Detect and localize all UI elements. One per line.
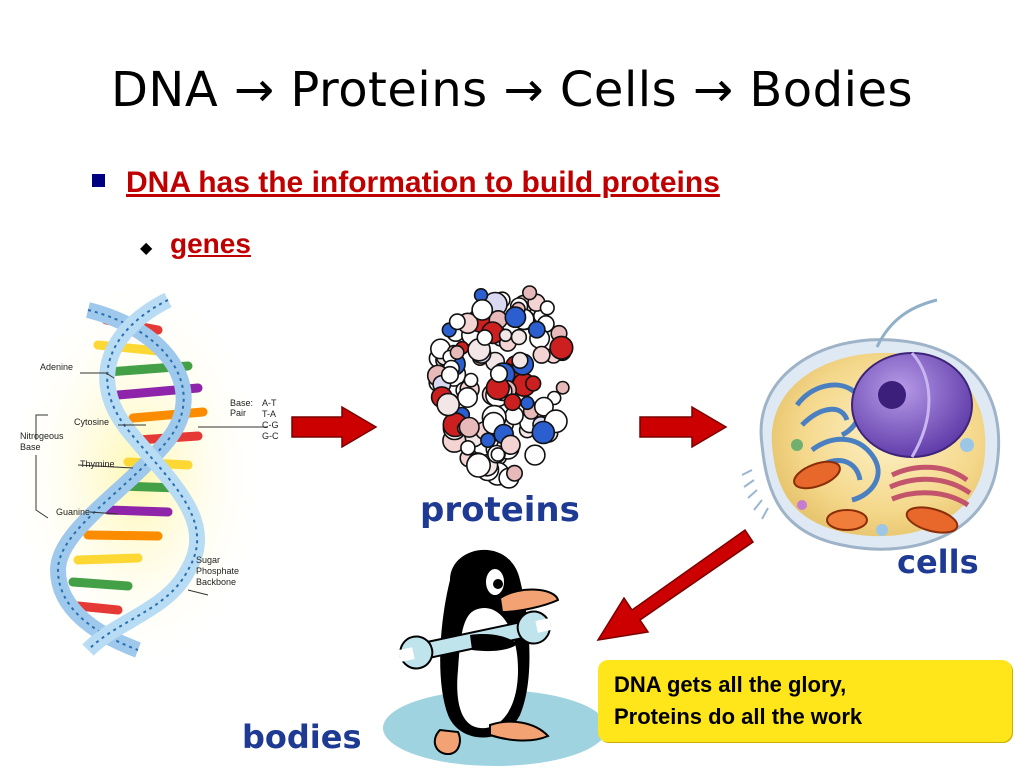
label-pair-at: A-T xyxy=(262,398,277,408)
label-thymine: Thymine xyxy=(80,459,115,469)
arrow-right-icon xyxy=(639,405,728,449)
protein-atom xyxy=(511,351,529,369)
protein-molecule-image xyxy=(426,285,574,489)
protein-atom xyxy=(506,464,524,482)
diamond-bullet-icon: ◆ xyxy=(140,240,153,257)
protein-atom xyxy=(460,440,476,456)
protein-atom xyxy=(498,328,513,343)
label-base: Base xyxy=(20,442,41,452)
protein-atom xyxy=(510,328,528,346)
penguin-mascot-image xyxy=(383,549,607,766)
protein-atom xyxy=(440,365,459,385)
protein-atom xyxy=(549,335,574,360)
protein-atom xyxy=(555,380,570,395)
protein-atom xyxy=(480,432,496,448)
protein-atom xyxy=(436,392,461,417)
protein-atom xyxy=(449,345,465,361)
protein-atom xyxy=(476,329,494,346)
square-bullet-icon xyxy=(92,174,105,187)
dna-helix-image: Adenine Cytosine Nitrogeous Base Thymine… xyxy=(18,290,279,660)
label-guanine: Guanine xyxy=(56,507,90,517)
protein-atom xyxy=(458,416,480,438)
label-adenine: Adenine xyxy=(40,362,73,372)
label-sugar: Sugar xyxy=(196,555,220,565)
protein-atom xyxy=(524,375,542,392)
protein-atom xyxy=(532,345,551,364)
protein-atom xyxy=(539,300,555,316)
label-base-title: Base: xyxy=(230,398,253,408)
arrow-diagonal-icon xyxy=(596,528,755,641)
callout-line-2: Proteins do all the work xyxy=(614,704,863,729)
label-bodies: bodies xyxy=(242,718,362,756)
arrow-right-icon xyxy=(291,405,378,449)
protein-atom xyxy=(533,396,554,417)
label-pair-ta: T-A xyxy=(262,409,276,419)
callout-box: DNA gets all the glory, Proteins do all … xyxy=(598,660,1012,742)
protein-atom xyxy=(521,285,538,301)
bullet-text-genes[interactable]: genes xyxy=(170,228,251,259)
slide-title: DNA → Proteins → Cells → Bodies xyxy=(110,62,914,118)
label-proteins: proteins xyxy=(420,490,580,530)
protein-atom xyxy=(490,447,506,462)
protein-atom xyxy=(456,387,478,409)
protein-atom xyxy=(503,393,522,412)
label-phosphate: Phosphate xyxy=(196,566,239,576)
protein-atom xyxy=(489,364,509,383)
label-pair-title: Pair xyxy=(230,408,246,418)
label-backbone: Backbone xyxy=(196,577,236,587)
protein-atom xyxy=(463,372,479,388)
label-nitrogeous: Nitrogeous xyxy=(20,431,64,441)
protein-atom xyxy=(520,395,535,411)
protein-atom xyxy=(524,444,546,466)
label-cytosine: Cytosine xyxy=(74,417,109,427)
label-pair-gc: G-C xyxy=(262,431,279,441)
label-cells: cells xyxy=(897,543,979,581)
animal-cell-image xyxy=(742,298,1001,551)
bullet-text[interactable]: DNA has the information to build protein… xyxy=(126,166,720,199)
protein-atom xyxy=(527,320,546,339)
protein-atom xyxy=(531,420,556,445)
label-pair-cg: C-G xyxy=(262,420,279,430)
protein-atom xyxy=(448,313,466,331)
callout-line-1: DNA gets all the glory, xyxy=(614,672,847,697)
protein-atom xyxy=(465,452,491,478)
protein-atom xyxy=(500,434,521,456)
protein-atom xyxy=(504,306,527,329)
protein-atom xyxy=(471,299,494,321)
